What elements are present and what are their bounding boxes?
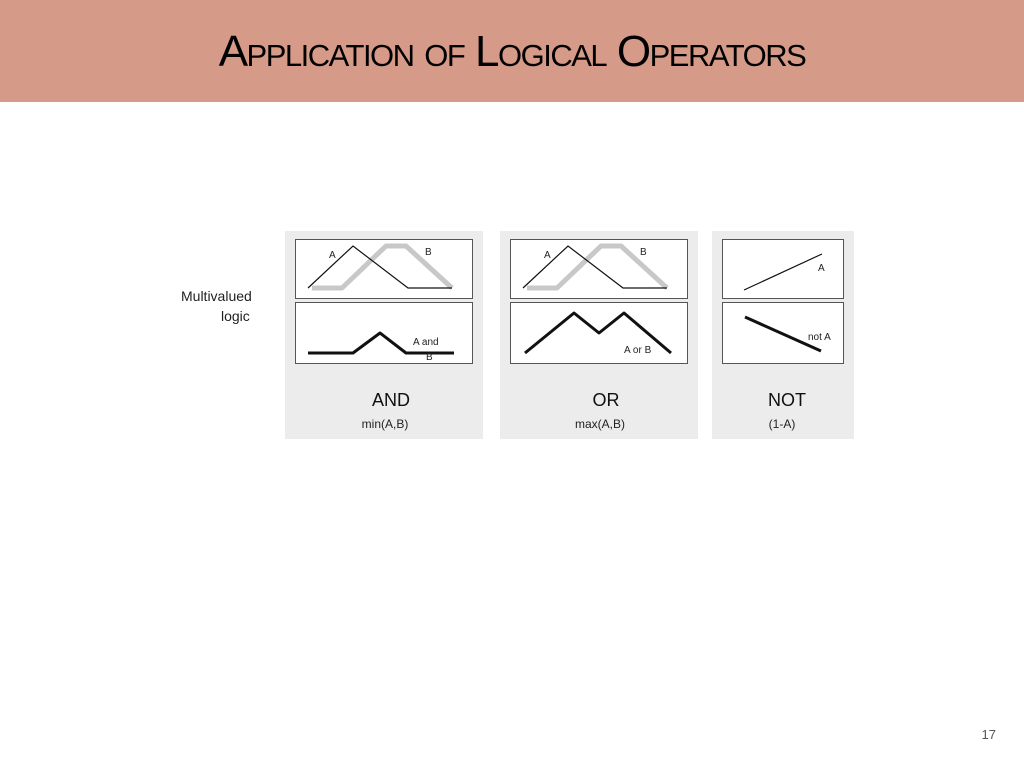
not-set-a-line [743, 253, 823, 291]
and-result-label-line2: B [426, 352, 433, 363]
or-input-box: A B [510, 239, 688, 299]
and-result-label-line1: A and [413, 337, 439, 348]
and-input-box: A B [295, 239, 473, 299]
row-label-line2: logic [221, 308, 250, 324]
logic-operators-figure: Multivalued logic A B A and B AND min(A,… [170, 228, 860, 442]
not-result-line [744, 315, 822, 353]
or-label-a: A [544, 250, 551, 261]
and-operator-name: AND [371, 390, 410, 410]
and-label-a: A [329, 250, 336, 261]
or-formula: max(A,B) [574, 417, 625, 431]
and-formula: min(A,B) [361, 417, 409, 431]
or-result-label: A or B [624, 345, 652, 356]
and-set-a-line [307, 245, 452, 289]
not-result-label: not A [808, 332, 831, 343]
or-result-box: A or B [510, 302, 688, 364]
or-result-line [524, 311, 672, 355]
not-result-box: not A [722, 302, 844, 364]
not-label-a: A [818, 263, 825, 274]
and-input-graph: A B [307, 243, 454, 291]
title-bar [0, 0, 1024, 102]
or-label-b: B [640, 247, 647, 258]
or-input-graph: A B [522, 243, 669, 291]
or-result-graph: A or B [524, 311, 672, 356]
slide-title: Application of Logical Operators [218, 27, 807, 76]
not-input-box: A [722, 239, 844, 299]
and-label-b: B [425, 247, 432, 258]
not-result-graph: not A [744, 315, 831, 353]
page-number: 17 [981, 727, 996, 742]
not-input-graph: A [743, 253, 825, 291]
and-result-box: A and B [295, 302, 473, 364]
or-operator-name: OR [592, 390, 620, 410]
and-result-line [308, 331, 454, 355]
and-set-b-line [312, 243, 454, 291]
not-formula: (1-A) [768, 417, 796, 431]
or-set-b-line [527, 243, 669, 291]
or-set-a-line [522, 245, 667, 289]
not-operator-name: NOT [768, 390, 806, 410]
row-label-line1: Multivalued [181, 288, 252, 304]
and-result-graph: A and B [308, 331, 454, 363]
